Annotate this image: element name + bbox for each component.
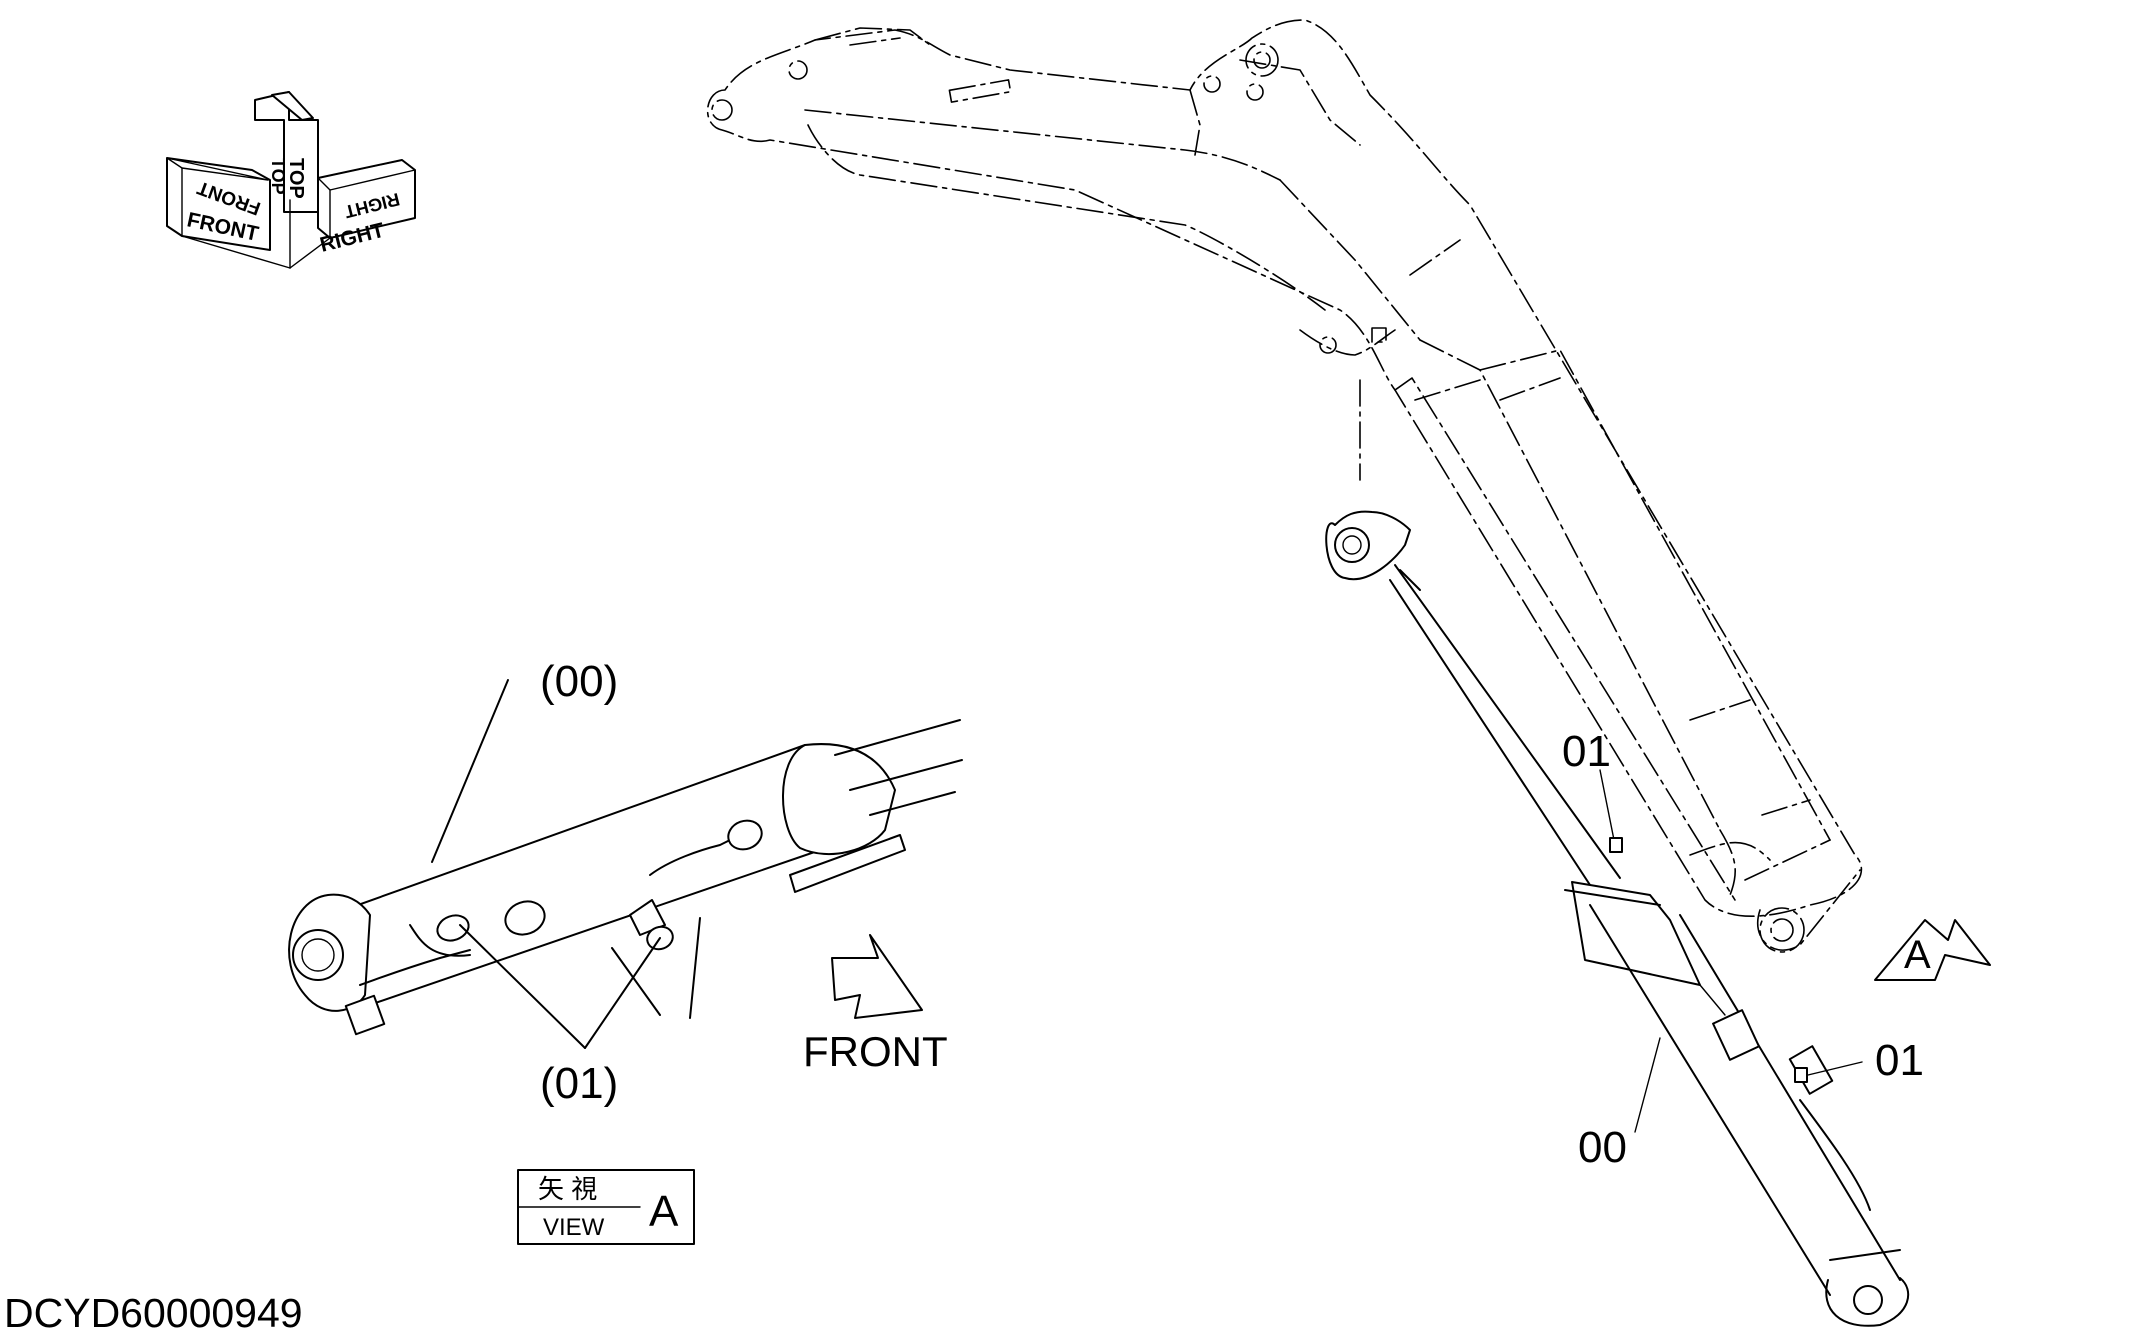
view-a-marker-letter: A bbox=[1904, 933, 1931, 977]
cylinder-label-main: 00 bbox=[1578, 1123, 1627, 1172]
front-indicator: FRONT bbox=[803, 934, 948, 1075]
front-indicator-label: FRONT bbox=[803, 1028, 948, 1075]
detail-cylinder-label: (00) bbox=[540, 657, 618, 706]
view-a-box: 矢 視 VIEW A bbox=[517, 1169, 695, 1245]
fitting-label-upper: 01 bbox=[1562, 727, 1611, 776]
orientation-top-mirror-label: TOP bbox=[268, 158, 288, 195]
document-id: DCYD60000949 bbox=[4, 1290, 303, 1336]
main-view-labels: 01 01 00 bbox=[1562, 727, 1924, 1172]
view-box-letter: A bbox=[649, 1187, 679, 1236]
arm-cylinder-main bbox=[1325, 510, 1910, 1327]
orientation-top-label: TOP bbox=[285, 158, 307, 199]
view-box-kanji: 矢 視 bbox=[538, 1174, 597, 1204]
detail-view: (00) (01) bbox=[288, 657, 963, 1108]
fitting-label-lower: 01 bbox=[1875, 1036, 1924, 1085]
detail-fitting-label: (01) bbox=[540, 1059, 618, 1108]
boom-outline bbox=[706, 19, 1863, 953]
view-a-marker: A bbox=[1874, 919, 1991, 981]
view-box-view-word: VIEW bbox=[543, 1214, 605, 1241]
orientation-icon: FRONT FRONT TOP TOP RIGHT RIGHT bbox=[166, 91, 416, 269]
